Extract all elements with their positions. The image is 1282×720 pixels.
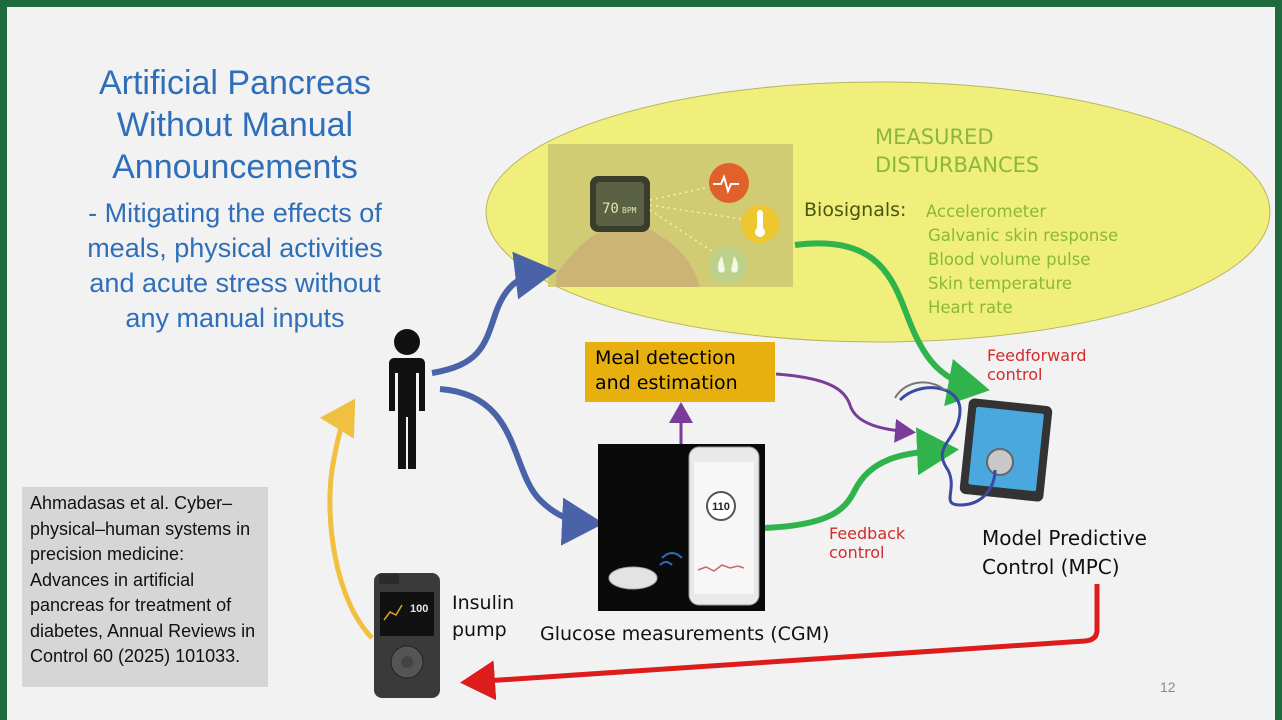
title-line: Announcements	[112, 148, 358, 186]
meal-box-line: Meal detection	[595, 347, 736, 369]
heading-line: MEASURED	[875, 125, 994, 149]
window-frame-top	[0, 0, 1282, 7]
arrow-pump-to-person	[319, 398, 374, 640]
label-line: Control (MPC)	[982, 555, 1120, 579]
lungs-icon	[709, 246, 747, 284]
title-line: Artificial Pancreas	[98, 64, 372, 102]
label-line: control	[829, 543, 885, 562]
biosignal-item: Galvanic skin response	[928, 226, 1119, 245]
page-number: 12	[1160, 679, 1176, 695]
biosignal-item: Accelerometer	[926, 202, 1047, 221]
subtitle-line: meals, physical activities	[87, 233, 383, 263]
wearable-photo: 70 BPM	[548, 144, 793, 287]
title-line: Without Manual	[116, 106, 354, 144]
biosignal-item: Skin temperature	[928, 274, 1073, 293]
label-line: Feedback	[829, 524, 906, 543]
arrow-person-to-cgm	[439, 386, 604, 546]
feedforward-label: Feedforward control	[987, 346, 1087, 384]
cgm-label: Glucose measurements (CGM)	[540, 623, 830, 645]
arrow-meal-to-mpc	[775, 372, 916, 443]
measured-disturbances-heading: MEASURED DISTURBANCES	[875, 123, 1039, 179]
mpc-phone-icon	[894, 381, 1053, 507]
subtitle-line: any manual inputs	[125, 303, 345, 333]
biosignals-label: Biosignals:	[804, 199, 907, 221]
arrow-person-to-wearable	[431, 251, 557, 376]
label-line: Insulin	[452, 592, 515, 614]
page-title: Artificial Pancreas Without Manual Annou…	[40, 62, 430, 188]
label-line: Model Predictive	[982, 526, 1147, 550]
heart-rate-icon	[709, 163, 749, 203]
subtitle-line: - Mitigating the effects of	[88, 198, 382, 228]
label-line: control	[987, 365, 1043, 384]
insulin-pump-icon: 100	[374, 573, 440, 698]
cgm-reading: 110	[712, 501, 730, 513]
person-icon	[389, 329, 425, 469]
citation-box: Ahmadasas et al. Cyber–physical–human sy…	[22, 487, 268, 687]
watch-bpm-value: 70	[602, 201, 619, 217]
page-subtitle: - Mitigating the effects of meals, physi…	[40, 196, 430, 336]
label-line: Feedforward	[987, 346, 1087, 365]
arrow-mpc-to-pump	[460, 584, 1100, 701]
pump-display-value: 100	[410, 603, 428, 615]
label-line: pump	[452, 619, 507, 641]
insulin-pump-label: Insulin pump	[452, 590, 514, 644]
arrow-biosignals-to-mpc	[794, 240, 990, 407]
feedback-label: Feedback control	[829, 524, 905, 562]
biosignal-item: Blood volume pulse	[928, 250, 1091, 269]
biosignals-list: Accelerometer Galvanic skin response Blo…	[926, 200, 1118, 320]
subtitle-line: and acute stress without	[89, 268, 381, 298]
heading-line: DISTURBANCES	[875, 153, 1040, 177]
cgm-photo: 110	[598, 444, 765, 611]
watch-bpm-unit: BPM	[622, 206, 637, 215]
meal-detection-box: Meal detection and estimation	[585, 342, 775, 402]
meal-box-line: and estimation	[595, 372, 738, 394]
mpc-label: Model Predictive Control (MPC)	[982, 524, 1147, 582]
biosignal-item: Heart rate	[928, 298, 1013, 317]
arrow-cgm-to-mpc	[764, 427, 959, 531]
